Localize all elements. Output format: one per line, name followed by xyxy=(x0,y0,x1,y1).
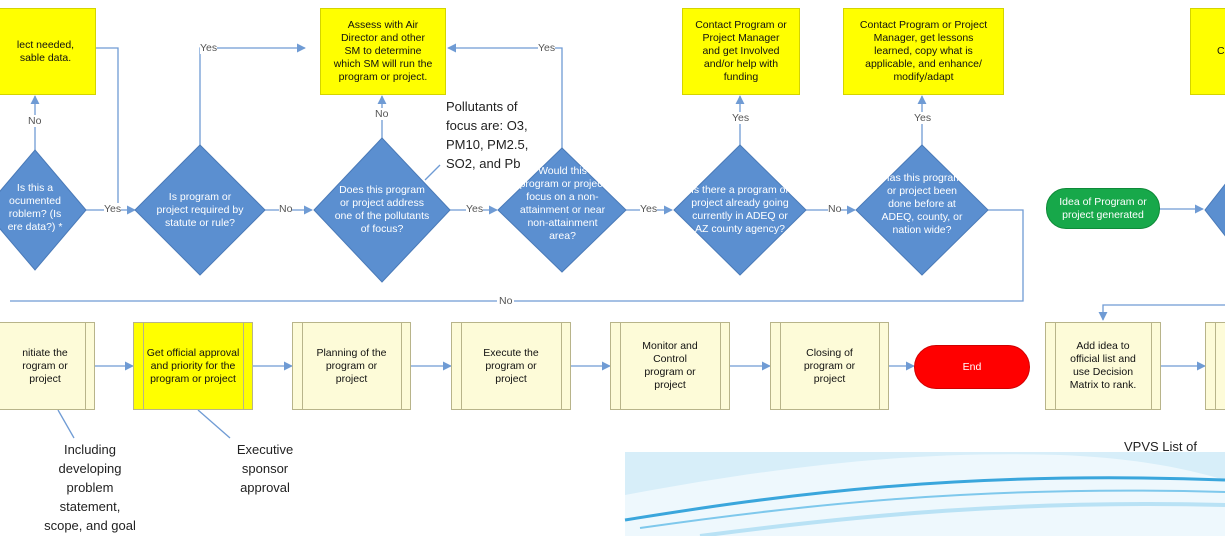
box-side-line xyxy=(243,322,245,410)
monitor-box: Monitor and Control program or project xyxy=(610,322,730,410)
start-node: Idea of Program or project generated xyxy=(1046,188,1160,229)
pollutants-note: Pollutants of focus are: O3, PM10, PM2.5… xyxy=(446,99,529,171)
decision-going-shape xyxy=(673,144,807,276)
box-side-line xyxy=(879,322,881,410)
decision-going: Is there a program or project already go… xyxy=(690,184,790,235)
decision-done-before: Has this program or project been done be… xyxy=(881,172,963,236)
label-yes-pollutants: Yes xyxy=(466,203,484,215)
label-yes-documented: Yes xyxy=(104,203,122,215)
box-side-line xyxy=(302,322,304,410)
label-no-documented: No xyxy=(28,115,42,127)
box-side-line xyxy=(620,322,622,410)
decision-partial-right-shape xyxy=(1204,183,1225,237)
connector-attainment-yes xyxy=(447,43,563,148)
decision-attainment: Would this program or project focus on a… xyxy=(519,165,606,242)
right-partial-box: C xyxy=(1190,8,1225,95)
decision-documented-shape xyxy=(0,149,87,271)
connector-needed-return xyxy=(96,47,119,210)
end-node: End xyxy=(914,345,1030,389)
decision-attainment-shape xyxy=(497,147,627,273)
box-side-line xyxy=(461,322,463,410)
label-no-loop: No xyxy=(497,295,515,307)
label-yes-statute: Yes xyxy=(200,42,218,54)
label-no-statute: No xyxy=(279,203,293,215)
box-side-line xyxy=(143,322,145,410)
closing-box: Closing of program or project xyxy=(770,322,889,410)
decision-statute: Is program or project required by statut… xyxy=(156,191,244,229)
connector-pollutants-callout xyxy=(424,164,441,181)
connector-including-callout xyxy=(57,409,75,439)
label-yes-attainment: Yes xyxy=(640,203,658,215)
connector-done-no-loop xyxy=(10,209,1024,302)
box-side-line xyxy=(85,322,87,410)
box-side-line xyxy=(720,322,722,410)
including-note: Including developing problem statement, … xyxy=(44,442,136,533)
box-side-line xyxy=(1055,322,1057,410)
execute-box: Execute the program or project xyxy=(451,322,571,410)
box-side-line xyxy=(780,322,782,410)
decorative-wave-graphic xyxy=(624,452,1225,536)
decision-done-shape xyxy=(855,144,989,276)
box-side-line xyxy=(401,322,403,410)
contact-involved-box: Contact Program or Project Manager and g… xyxy=(682,8,800,95)
label-no-pollutants: No xyxy=(375,108,389,120)
decision-pollutants-shape xyxy=(313,137,451,283)
decision-documented: Is this a ocumented roblem? (Is ere data… xyxy=(7,182,63,233)
box-side-line xyxy=(561,322,563,410)
connector-executive-callout xyxy=(197,409,231,439)
label-yes-attainment-up: Yes xyxy=(538,42,556,54)
vpvs-note: VPVS List of xyxy=(1124,439,1197,454)
label-yes-going: Yes xyxy=(732,112,750,124)
decision-pollutants: Does this program or project address one… xyxy=(334,184,430,235)
add-idea-box: Add idea to official list and use Decisi… xyxy=(1045,322,1161,410)
planning-box: Planning of the program or project xyxy=(292,322,411,410)
box-side-line xyxy=(1151,322,1153,410)
executive-note: Executive sponsor approval xyxy=(236,442,294,495)
connector-into-add-idea xyxy=(1098,304,1225,321)
initiate-box: nitiate the rogram or project xyxy=(0,322,95,410)
connector-statute-yes xyxy=(199,43,306,145)
label-no-going: No xyxy=(828,203,842,215)
contact-lessons-box: Contact Program or Project Manager, get … xyxy=(843,8,1004,95)
box-side-line xyxy=(1215,322,1217,410)
needed-data-box: lect needed, sable data. xyxy=(0,8,96,95)
assess-box: Assess with Air Director and other SM to… xyxy=(320,8,446,95)
label-yes-done: Yes xyxy=(914,112,932,124)
approval-box: Get official approval and priority for t… xyxy=(133,322,253,410)
decision-statute-shape xyxy=(134,144,266,276)
